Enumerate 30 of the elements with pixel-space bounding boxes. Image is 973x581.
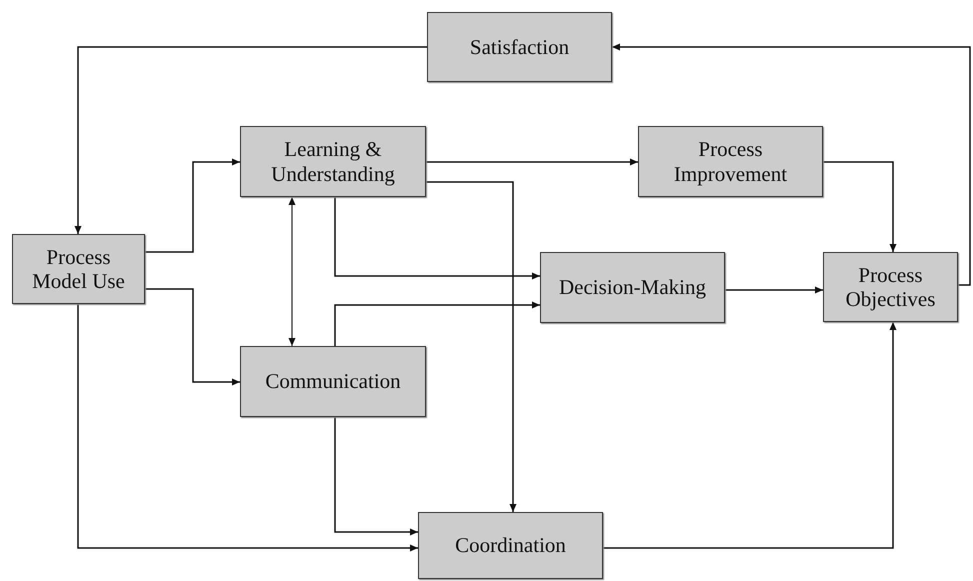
process-box [540,252,725,323]
arrow [77,304,418,552]
arrow [612,44,971,286]
box-label: Decision-Making [558,275,707,300]
arrow [426,181,516,512]
process-box [418,512,603,579]
process-box [240,126,426,197]
arrow [426,158,638,166]
box-label: Process Improvement [672,137,788,186]
arrow [334,417,418,536]
box-label: Coordination [454,533,567,558]
arrow [334,302,540,346]
process-box [823,252,958,322]
arrow [74,46,427,234]
box-label: Process Model Use [31,244,126,294]
process-box [12,234,145,304]
arrow [603,322,896,549]
process-box [638,126,823,197]
arrow [725,286,823,294]
arrow [145,158,240,253]
box-label: Learning & Understanding [270,137,396,186]
arrow [823,161,896,252]
arrow [334,197,540,280]
box-label: Satisfaction [468,34,570,60]
box-label: Communication [264,369,402,394]
process-box [240,346,426,417]
process-box [427,12,612,82]
arrow [288,196,296,346]
arrow [145,288,240,386]
box-label: Process Objectives [844,262,936,312]
